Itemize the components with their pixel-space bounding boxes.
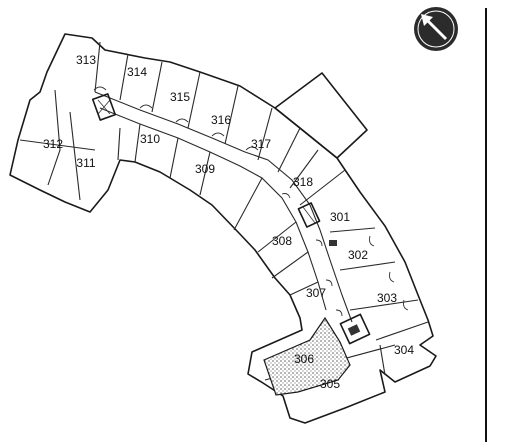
svg-text:313: 313: [76, 53, 96, 67]
svg-text:309: 309: [195, 162, 215, 176]
svg-text:307: 307: [306, 286, 326, 300]
room-314[interactable]: 314: [127, 65, 147, 79]
room-309[interactable]: 309: [195, 162, 215, 176]
room-317[interactable]: 317: [251, 137, 271, 151]
room-313[interactable]: 313: [76, 53, 96, 67]
room-315[interactable]: 315: [170, 90, 190, 104]
room-310[interactable]: 310: [140, 132, 160, 146]
room-306[interactable]: 306: [294, 352, 314, 366]
svg-text:306: 306: [294, 352, 314, 366]
room-312[interactable]: 312: [43, 137, 63, 151]
room-302[interactable]: 302: [348, 248, 368, 262]
svg-text:310: 310: [140, 132, 160, 146]
svg-text:312: 312: [43, 137, 63, 151]
room-304[interactable]: 304: [394, 343, 414, 357]
svg-text:302: 302: [348, 248, 368, 262]
svg-text:314: 314: [127, 65, 147, 79]
building-outline: [9, 33, 437, 424]
svg-text:308: 308: [272, 234, 292, 248]
room-305[interactable]: 305: [320, 377, 340, 391]
room-301[interactable]: 301: [330, 210, 350, 224]
room-306-highlight: [263, 316, 351, 396]
room-316[interactable]: 316: [211, 113, 231, 127]
room-partitions: [19, 41, 429, 381]
room-307[interactable]: 307: [306, 286, 326, 300]
svg-text:317: 317: [251, 137, 271, 151]
door-swings: [93, 86, 409, 317]
room-311[interactable]: 311: [76, 156, 95, 170]
svg-text:311: 311: [76, 156, 95, 170]
room-318[interactable]: 318: [293, 175, 313, 189]
room-labels: 313 314 315 316 317 312 311 310 309 318 …: [43, 53, 414, 391]
svg-text:315: 315: [170, 90, 190, 104]
room-308[interactable]: 308: [272, 234, 292, 248]
svg-text:316: 316: [211, 113, 231, 127]
stairwell-icons: [91, 93, 371, 345]
room-303[interactable]: 303: [377, 291, 397, 305]
north-arrow-icon: [414, 7, 458, 51]
svg-text:303: 303: [377, 291, 397, 305]
svg-text:304: 304: [394, 343, 414, 357]
svg-text:301: 301: [330, 210, 350, 224]
svg-text:305: 305: [320, 377, 340, 391]
svg-text:318: 318: [293, 175, 313, 189]
